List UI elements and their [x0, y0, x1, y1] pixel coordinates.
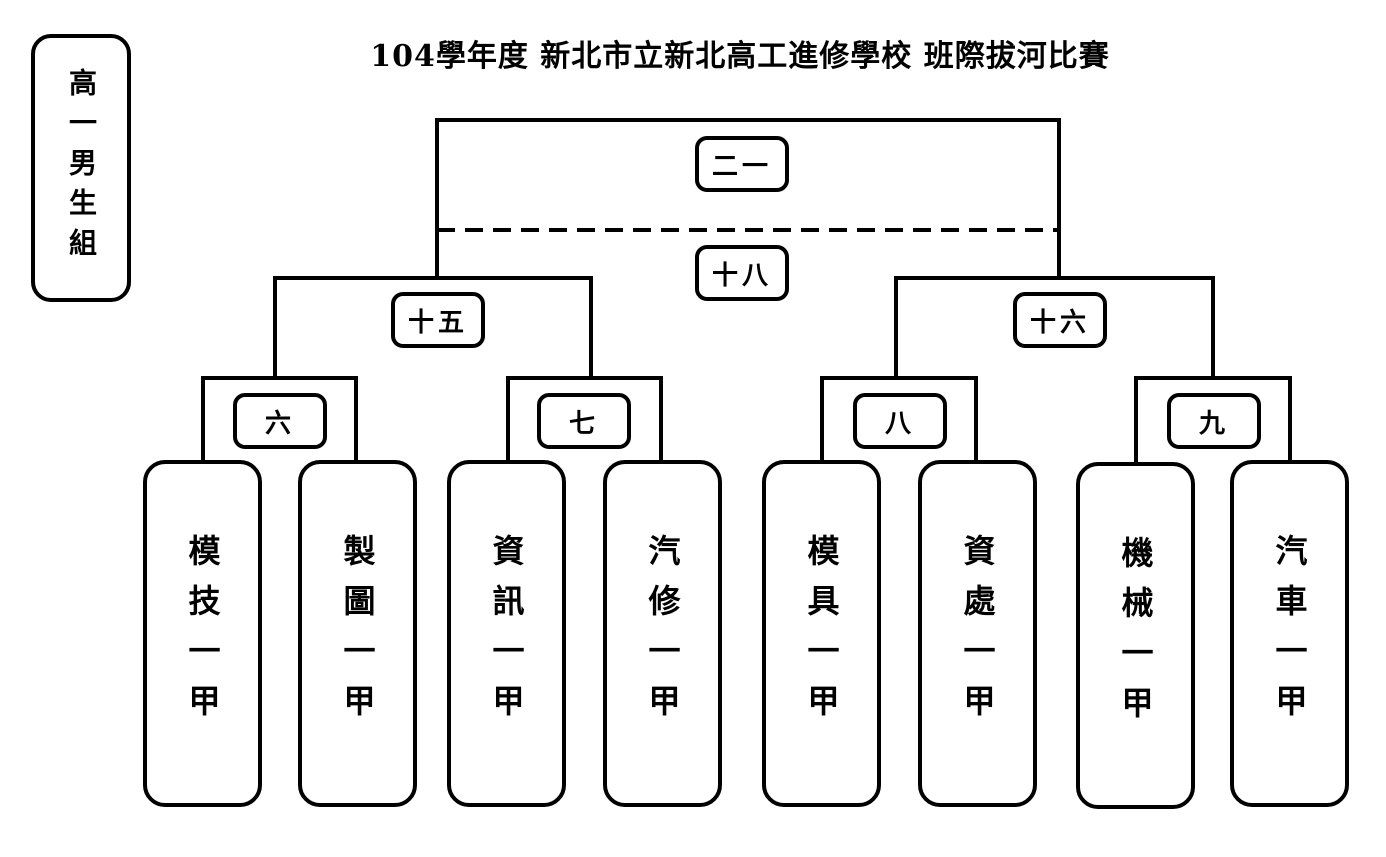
team-box-7 [1076, 462, 1195, 809]
team-box-3 [447, 460, 566, 807]
match-box-qf1 [233, 393, 327, 449]
match-box-final [695, 136, 789, 192]
match-box-qf2 [537, 393, 631, 449]
match-label-qf2: 七 [568, 408, 599, 439]
team-label-5: 模具一甲 [802, 533, 841, 734]
team-label-4: 汽修一甲 [643, 533, 682, 734]
match-box-semi-left [391, 292, 485, 348]
team-box-4 [603, 460, 722, 807]
team-label-3: 資訊一甲 [487, 533, 526, 734]
team-label-7: 機械一甲 [1116, 535, 1155, 736]
team-box-8 [1230, 460, 1349, 807]
final-bracket-line [435, 118, 1061, 278]
semi-right-line [894, 276, 1215, 378]
match-box-semi-right [1013, 292, 1107, 348]
match-label-final: 二一 [711, 151, 772, 182]
qf3-line [820, 376, 978, 462]
team-label-1: 模技一甲 [183, 533, 222, 734]
match-label-qf3: 八 [884, 408, 915, 439]
group-label: 高一男生組 [65, 68, 98, 268]
team-box-6 [918, 460, 1037, 807]
match-label-third: 十八 [711, 260, 772, 291]
team-label-6: 資處一甲 [958, 533, 997, 734]
team-box-1 [143, 460, 262, 807]
match-label-qf4: 九 [1198, 408, 1229, 439]
team-label-8: 汽車一甲 [1270, 533, 1309, 734]
semi-left-line [273, 276, 593, 378]
qf4-line [1134, 376, 1292, 462]
match-label-qf1: 六 [264, 408, 295, 439]
match-box-qf4 [1167, 393, 1261, 449]
team-label-2: 製圖一甲 [338, 533, 377, 734]
match-label-semi-right: 十六 [1029, 307, 1090, 338]
match-label-semi-left: 十五 [407, 307, 468, 338]
qf1-line [201, 376, 358, 462]
match-box-third [695, 245, 789, 301]
qf2-line [506, 376, 663, 462]
team-box-5 [762, 460, 881, 807]
team-box-2 [298, 460, 417, 807]
page-title: 104學年度 新北市立新北高工進修學校 班際拔河比賽 [370, 39, 1110, 74]
match-box-qf3 [853, 393, 947, 449]
group-box [31, 34, 131, 302]
